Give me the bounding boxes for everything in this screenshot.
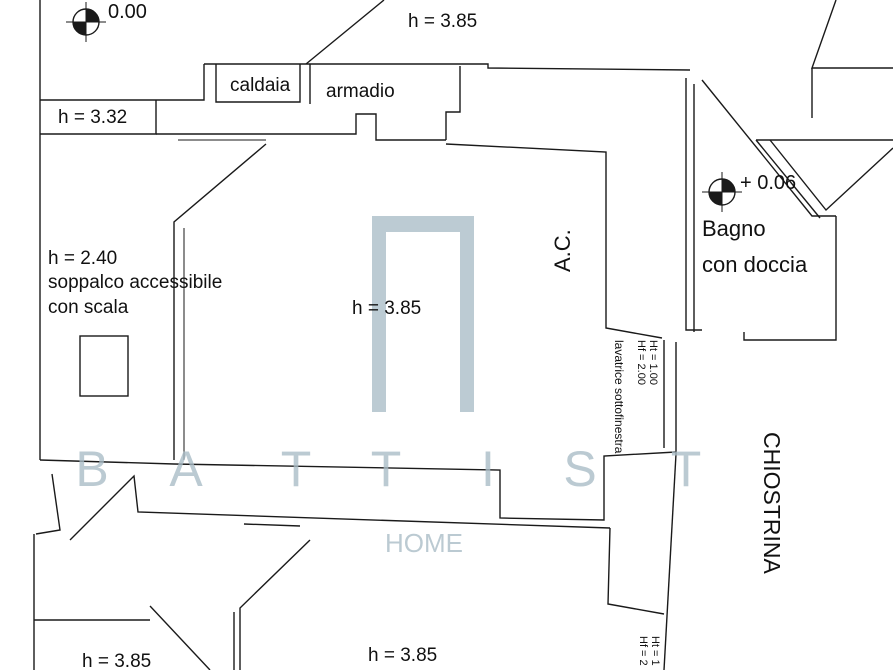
caldaia-box	[215, 64, 301, 103]
watermark-letter: S	[563, 441, 596, 497]
wall-lower-middle	[39, 451, 677, 521]
watermark-letter: T	[281, 441, 312, 497]
bath-shower-line-1	[755, 139, 821, 219]
armadio-label: armadio	[326, 81, 395, 102]
level-marker-icon	[66, 2, 106, 42]
wall-utility-left	[40, 64, 205, 101]
bath-wall-bottom	[743, 216, 837, 341]
wall-diagonal-top	[305, 0, 385, 65]
room-height-center: h = 3.85	[352, 298, 421, 319]
window-ht-label: Ht = 1.00	[647, 340, 659, 385]
wall-utility-top	[204, 63, 691, 71]
labels: 0.00 h = 3.85 caldaia armadio h = 3.32 h…	[48, 1, 808, 670]
stair-opening	[79, 335, 129, 397]
walls	[33, 0, 893, 670]
room-height-240: h = 2.40	[48, 248, 117, 269]
caldaia-label: caldaia	[230, 75, 291, 96]
bagno-label: Bagno	[702, 216, 766, 241]
window-hf-label: Hf = 2.00	[635, 340, 647, 385]
watermark-subtitle: HOME	[385, 528, 463, 558]
wall-center-left	[173, 143, 267, 460]
con-doccia-label: con doccia	[702, 252, 808, 277]
wall-lower-diag	[69, 474, 611, 541]
level-marker-bath-icon	[702, 172, 742, 212]
wall-lower-right	[607, 527, 665, 615]
window-note-label: lavatrice sottofinestra	[612, 340, 626, 454]
watermark-letter: T	[371, 441, 402, 497]
bath-shower-line-2	[769, 139, 893, 212]
level-bath-label: + 0.06	[740, 172, 796, 194]
room-height-332: h = 3.32	[58, 107, 127, 128]
watermark: B A T T I S T HOME	[75, 216, 701, 558]
wall-bottom-left-diag	[149, 605, 211, 670]
wall-center-right	[445, 143, 663, 339]
bath-wall-diagonal	[701, 79, 836, 217]
watermark-letter: B	[75, 441, 108, 497]
chiostrina-label: CHIOSTRINA	[759, 432, 785, 575]
window-ht-label-2: Ht = 1	[649, 636, 661, 666]
soppalco-label: soppalco accessibile	[48, 272, 222, 293]
wall-below-utility	[156, 113, 446, 141]
bath-wall-left	[685, 78, 702, 331]
wall-right-long	[663, 453, 677, 670]
wall-top-right	[811, 0, 893, 69]
room-height-top: h = 3.85	[408, 11, 477, 32]
watermark-letter: T	[671, 441, 702, 497]
room-height-bottom-left: h = 3.85	[82, 651, 151, 670]
watermark-letter: I	[481, 441, 495, 497]
level-top-label: 0.00	[108, 1, 147, 23]
ac-label: A.C.	[550, 229, 575, 272]
wall-lower-center-diag	[239, 539, 311, 670]
watermark-logo-icon	[372, 216, 474, 412]
con-scala-label: con scala	[48, 297, 129, 318]
wall-armadio-right	[445, 66, 461, 140]
watermark-letter: A	[169, 441, 203, 497]
wall-lower-left-jog	[35, 473, 61, 535]
wall-lower-stub	[243, 523, 301, 527]
window-hf-label-2: Hf = 2	[637, 636, 649, 666]
room-height-bottom-center: h = 3.85	[368, 645, 437, 666]
